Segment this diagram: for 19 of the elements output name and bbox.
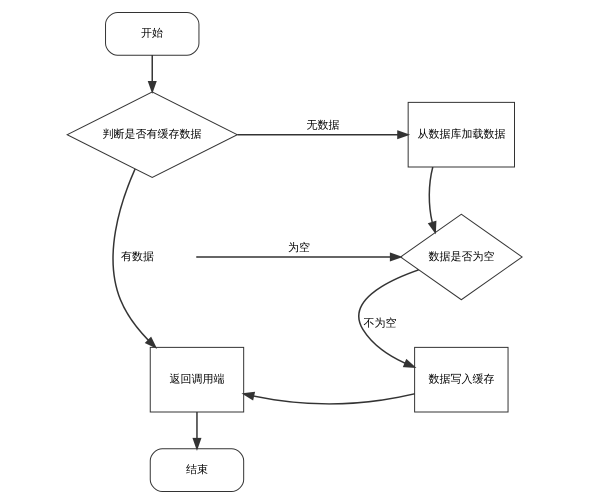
arrow bbox=[197, 252, 403, 262]
node-box: 从数据库加载数据 bbox=[408, 102, 515, 168]
arrow bbox=[428, 167, 436, 234]
node-diamond: 判断是否有缓存数据 bbox=[66, 91, 238, 178]
node-box: 结束 bbox=[150, 448, 244, 492]
node-box: 数据写入缓存 bbox=[414, 346, 509, 412]
arrow bbox=[192, 412, 202, 451]
arrow bbox=[148, 55, 157, 94]
arrow bbox=[242, 392, 415, 405]
edge-label: 无数据 bbox=[306, 118, 340, 132]
arrow bbox=[112, 168, 158, 349]
arrow bbox=[358, 269, 420, 368]
edge-label: 为空 bbox=[288, 240, 310, 254]
edge-label: 不为空 bbox=[363, 316, 396, 330]
edge-label: 有数据 bbox=[120, 250, 154, 263]
arrow bbox=[238, 130, 410, 140]
node-diamond: 数据是否为空 bbox=[400, 214, 523, 300]
node-box: 开始 bbox=[105, 12, 200, 56]
node-box: 返回调用端 bbox=[150, 346, 244, 412]
